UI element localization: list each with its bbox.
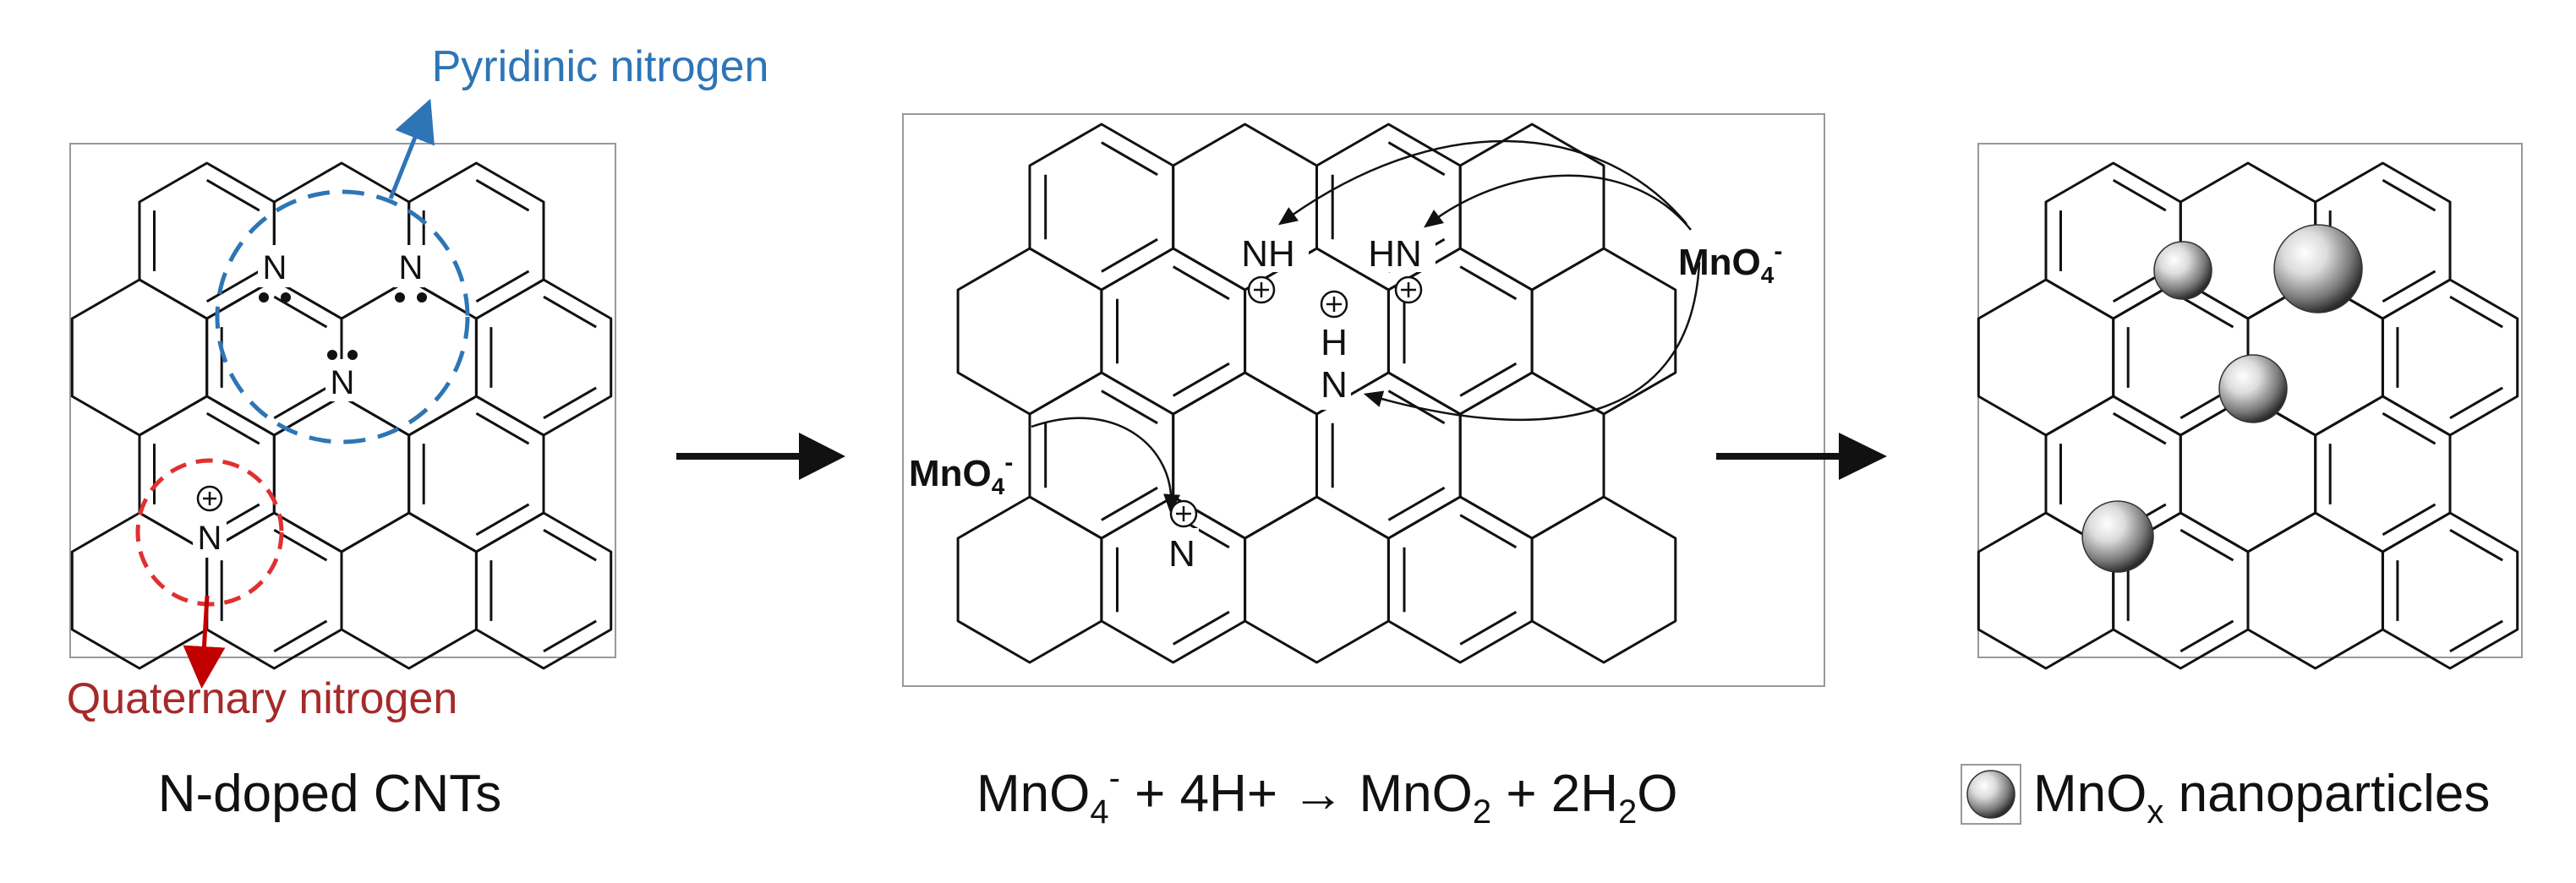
double-bond — [1387, 486, 1446, 521]
pyridinic-pointer-arrow — [388, 98, 435, 199]
double-bond — [2449, 619, 2503, 653]
legend: MnOx nanoparticles — [1961, 764, 2490, 831]
double-bond — [2179, 295, 2234, 329]
double-bond — [1172, 362, 1230, 397]
double-bond — [1387, 141, 1446, 177]
double-bond — [475, 178, 530, 212]
double-bond — [1172, 610, 1230, 646]
panel2-frame — [902, 113, 1825, 687]
double-bond — [1101, 141, 1158, 177]
double-bond — [205, 178, 260, 212]
double-bond — [1459, 362, 1518, 397]
double-bond — [273, 619, 328, 653]
double-bond — [273, 386, 328, 420]
double-bond — [273, 295, 328, 329]
nanoparticle-icon — [1966, 770, 2015, 819]
double-bond — [2449, 528, 2503, 562]
double-bond — [543, 295, 597, 329]
mno4-reagent-top: MnO4- — [1678, 237, 1782, 288]
double-bond — [475, 270, 530, 303]
double-bond — [2112, 412, 2167, 445]
double-bond — [1101, 390, 1158, 425]
double-bond — [2112, 178, 2167, 212]
carbon-ring — [474, 511, 613, 670]
hn-right-label: HN — [1368, 233, 1422, 275]
double-bond — [543, 528, 597, 562]
pyridinic-dashed-circle — [215, 189, 470, 444]
double-bond — [475, 503, 530, 537]
quaternary-dashed-circle — [135, 458, 284, 607]
nanoparticle — [2273, 224, 2363, 313]
panel-mechanism: NH HN H N N MnO4- MnO4- MnO4- — [902, 113, 1825, 831]
double-bond — [2449, 386, 2503, 420]
double-bond — [1172, 265, 1230, 301]
double-bond — [1101, 486, 1158, 521]
n-bottom-label: N — [1168, 533, 1195, 575]
double-bond — [475, 412, 530, 445]
double-bond — [2449, 295, 2503, 329]
panel-mnox-deposited — [1977, 143, 2523, 670]
curved-attack-arrows — [1031, 139, 1701, 514]
n-atom-center: N — [331, 364, 355, 401]
lone-pairs — [259, 292, 427, 360]
double-bond — [205, 270, 260, 303]
double-bond — [1101, 237, 1158, 273]
process-arrow-1 — [676, 433, 845, 480]
panel-n-doped-cnt: N N N N Pyridinic nitrogen Quaternary ni… — [67, 42, 769, 823]
nanoparticle — [2218, 354, 2288, 423]
double-bond — [2382, 270, 2437, 303]
double-bond — [1459, 610, 1518, 646]
n-atom-right: N — [399, 249, 424, 286]
double-bond — [2179, 528, 2234, 562]
double-bond — [205, 412, 260, 445]
double-bond — [2382, 412, 2437, 445]
panel2-lattice — [956, 123, 1677, 664]
nanoparticle — [2081, 500, 2154, 573]
n-atom-quaternary: N — [198, 520, 222, 557]
panel1-caption: N-doped CNTs — [158, 765, 502, 823]
carbon-ring — [1530, 495, 1677, 664]
double-bond — [543, 386, 597, 420]
double-bond — [2382, 178, 2437, 212]
positive-charge-icons — [1169, 275, 1423, 528]
double-bond — [543, 619, 597, 653]
quaternary-label: Quaternary nitrogen — [67, 674, 458, 723]
h-center-label: H — [1321, 322, 1348, 363]
reduction-equation: MnO4- + 4H+ → MnO2 + 2H2O — [976, 760, 1678, 831]
n-atom-left: N — [263, 249, 287, 286]
mno4-reagent-left: MnO4- — [909, 449, 1013, 499]
carbon-ring — [2381, 511, 2519, 670]
legend-label: MnOx nanoparticles — [2033, 765, 2490, 831]
double-bond — [2382, 503, 2437, 537]
n-center-label: N — [1321, 364, 1348, 406]
positive-charge-icon — [196, 485, 223, 512]
mnox-nanoparticles — [2081, 224, 2363, 573]
quaternary-pointer-arrow — [183, 595, 226, 689]
double-bond — [1459, 514, 1518, 549]
double-bond — [2179, 619, 2234, 653]
double-bond — [1459, 265, 1518, 301]
nanoparticle — [2153, 241, 2212, 300]
nh-left-label: NH — [1241, 233, 1295, 275]
process-arrow-2 — [1716, 433, 1887, 480]
pyridinic-label: Pyridinic nitrogen — [432, 42, 769, 91]
